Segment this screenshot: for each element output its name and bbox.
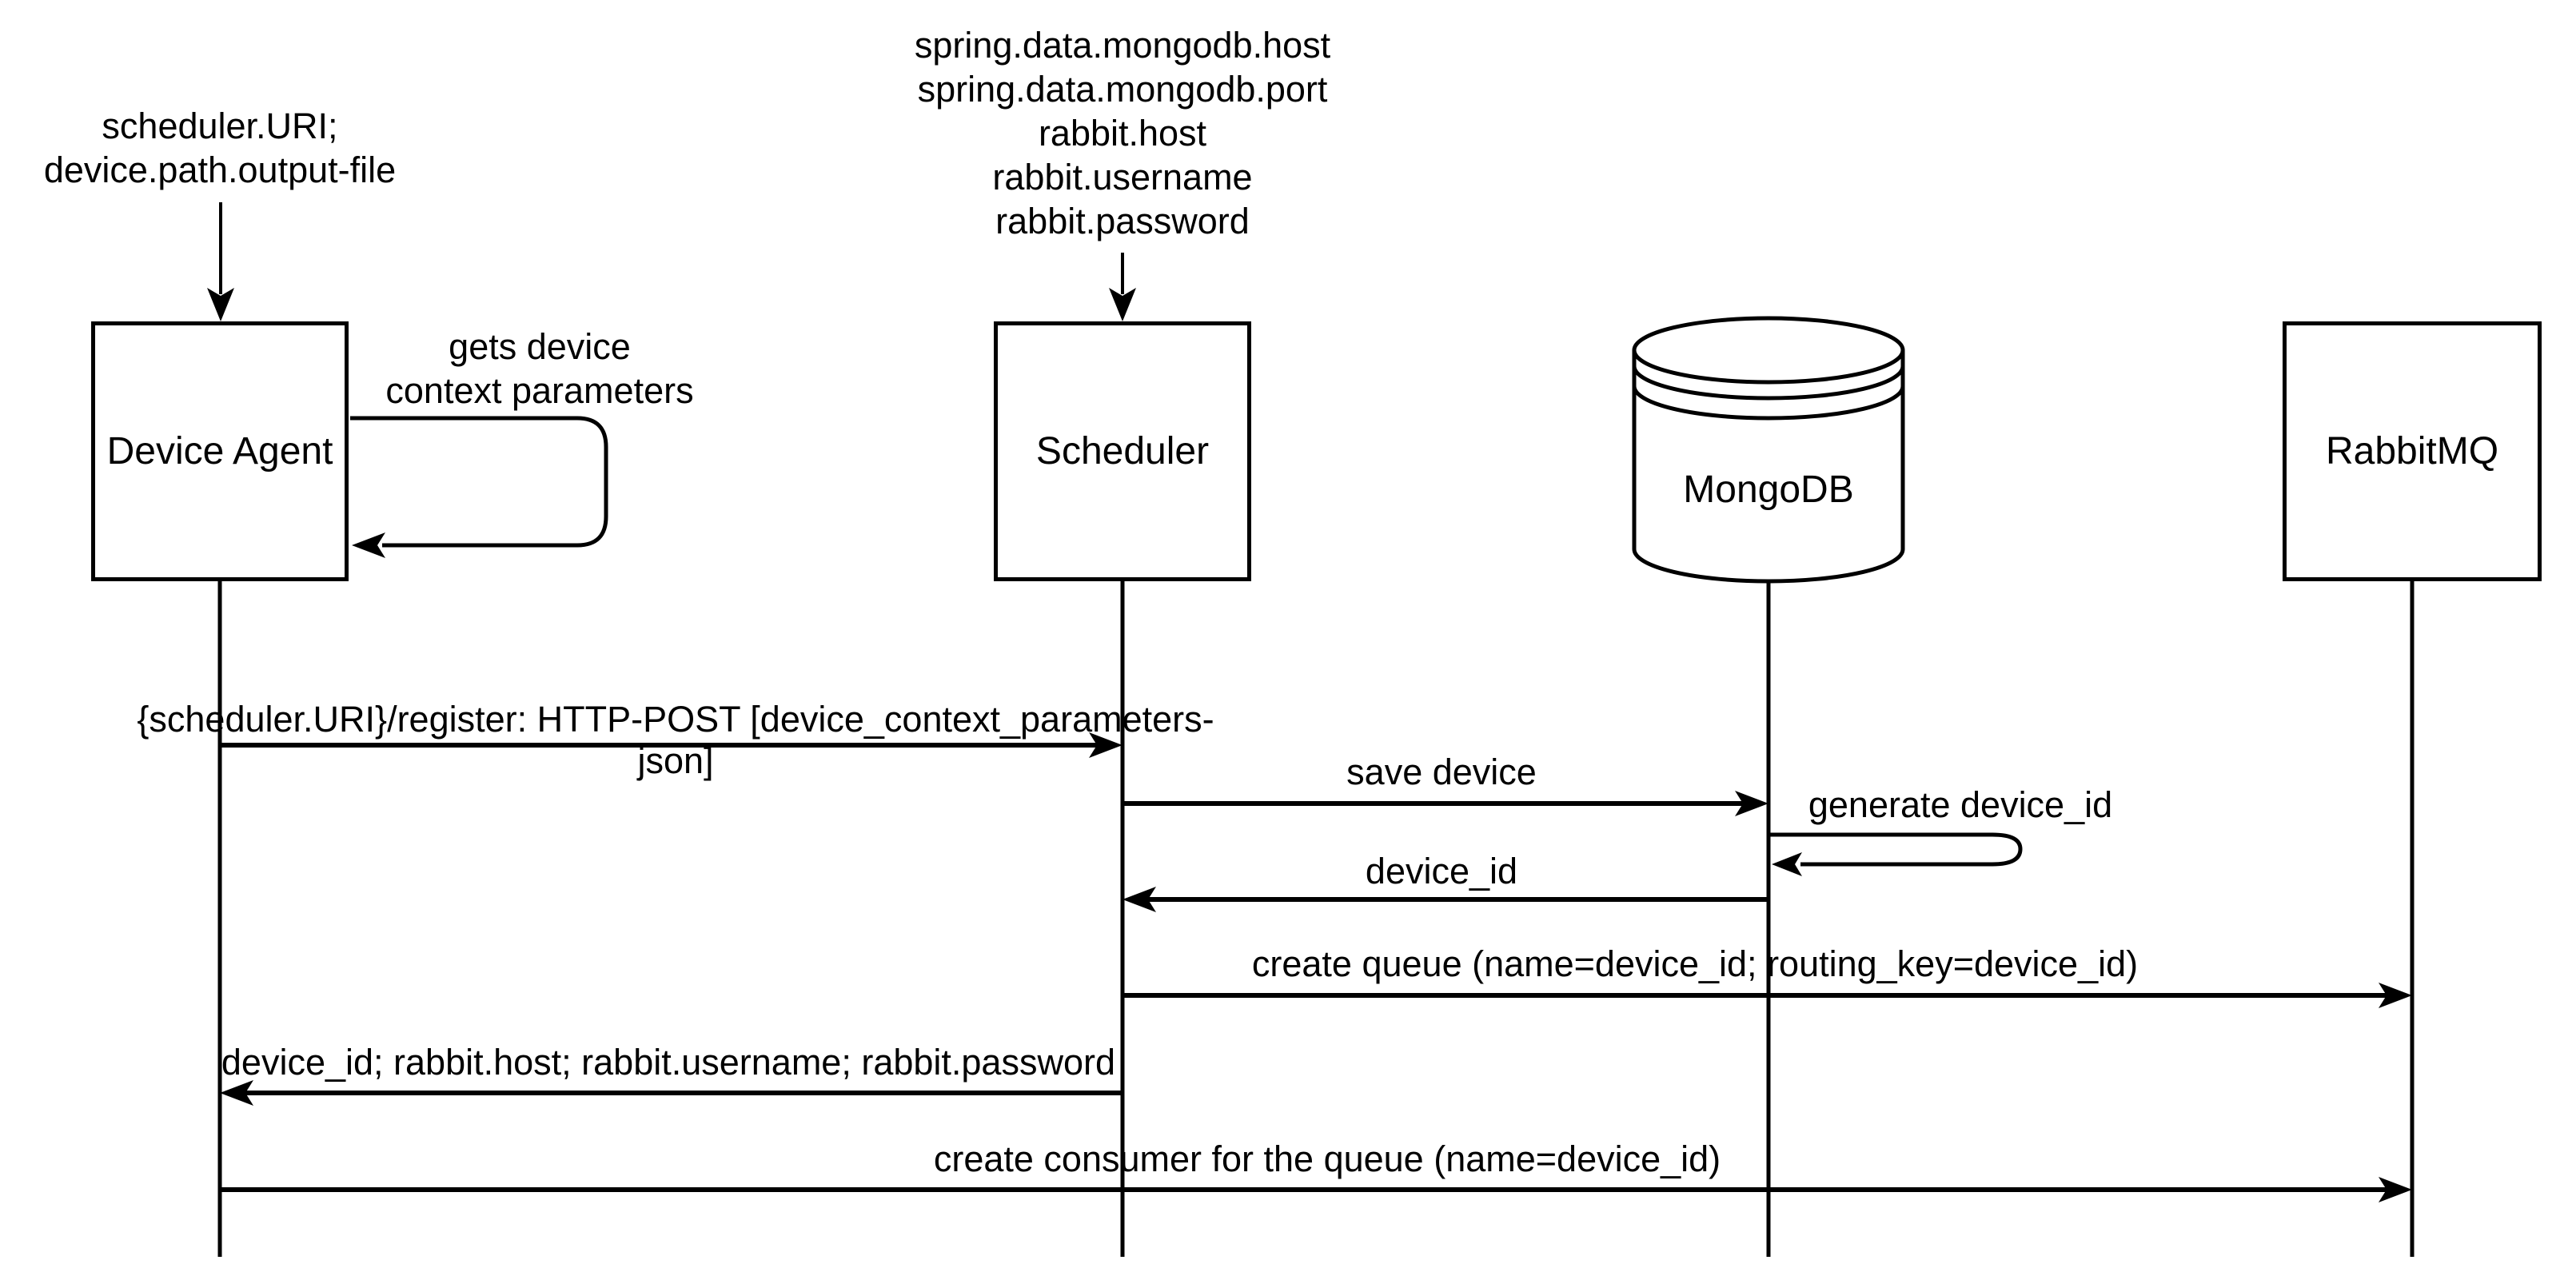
annotation-arrowhead-scheduler [1109, 288, 1136, 321]
self-loop-arrowhead-device-agent [352, 532, 385, 558]
message-arrowhead-create-consumer [2379, 1177, 2412, 1202]
mongodb-cylinder-top [1632, 316, 1905, 385]
message-arrowhead-register [1089, 732, 1123, 758]
message-device-id-label: device_id [1365, 851, 1518, 891]
message-create-consumer-label: create consumer for the queue (name=devi… [933, 1138, 1721, 1179]
participant-scheduler: Scheduler [994, 321, 1251, 581]
self-loop-arrowhead-mongodb [1772, 852, 1802, 876]
annotation-scheduler-config: spring.data.mongodb.host spring.data.mon… [914, 25, 1331, 241]
message-register-label: {scheduler.URI}/register: HTTP-POST [dev… [137, 699, 1214, 781]
participant-scheduler-label: Scheduler [1035, 430, 1210, 473]
message-create-queue-label: create queue (name=device_id; routing_ke… [1251, 943, 2139, 984]
participant-rabbitmq-label: RabbitMQ [2325, 430, 2499, 473]
mongodb-cylinder-ring-2 [1632, 385, 1905, 421]
message-save-device-label: save device [1346, 752, 1537, 792]
annotation-arrowhead-device-agent [207, 288, 234, 321]
self-loop-mongodb [1770, 832, 2023, 867]
message-arrowhead-save-device [1735, 791, 1769, 816]
annotation-device-agent-config: scheduler.URI; device.path.output-file [43, 106, 397, 190]
self-message-generate-device-id-label: generate device_id [1808, 784, 2113, 825]
mongodb-cylinder-body [1632, 350, 1905, 584]
mongodb-cylinder-ring-1 [1632, 365, 1905, 401]
participant-rabbitmq: RabbitMQ [2283, 321, 2542, 581]
self-message-gets-device-context-label: gets device context parameters [385, 326, 694, 411]
self-loop-device-agent [350, 416, 608, 548]
participant-device-agent: Device Agent [91, 321, 349, 581]
participant-device-agent-label: Device Agent [106, 430, 333, 473]
message-arrowhead-create-queue [2379, 983, 2412, 1008]
message-arrowhead-credentials [220, 1080, 253, 1106]
message-arrowhead-device-id [1123, 887, 1156, 912]
participant-mongodb-label: MongoDB [1683, 469, 1854, 511]
message-credentials-label: device_id; rabbit.host; rabbit.username;… [221, 1042, 1115, 1083]
